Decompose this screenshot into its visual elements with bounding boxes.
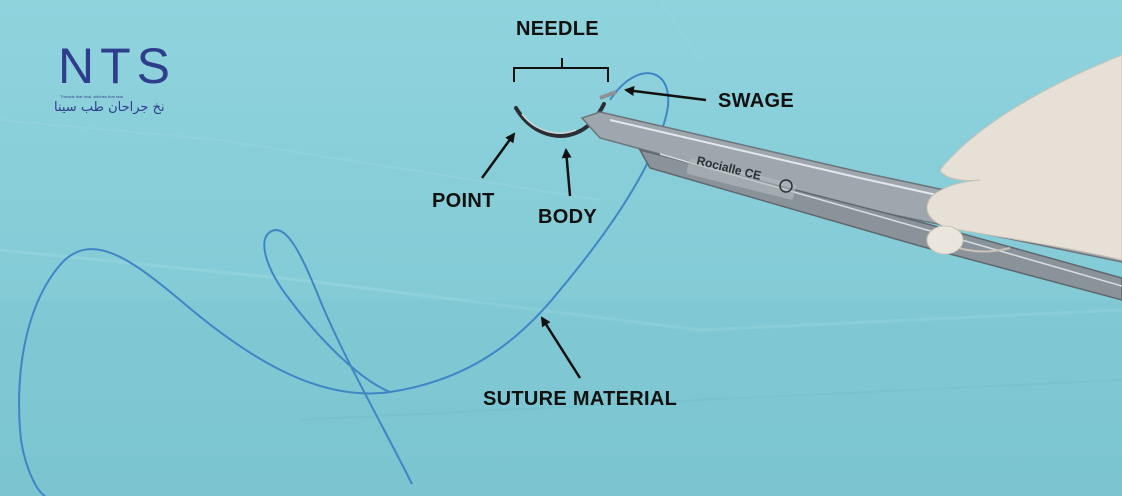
logo-subtitle: نخ جراحان طب سینا bbox=[54, 100, 165, 115]
needle-bracket bbox=[513, 58, 609, 82]
needle-highlight bbox=[521, 113, 577, 134]
nts-logo: NTS Threads that heal, stitches that sea… bbox=[52, 38, 172, 118]
drape-shadow bbox=[0, 300, 1122, 496]
logo-tagline: Threads that heal, stitches that seal bbox=[60, 94, 124, 99]
engraving-mark-icon bbox=[779, 179, 793, 193]
body-label: BODY bbox=[538, 206, 597, 228]
swage-label: SWAGE bbox=[718, 90, 794, 112]
body-arrow bbox=[561, 148, 572, 197]
swage-arrow bbox=[624, 86, 707, 102]
needle-swage bbox=[599, 90, 617, 100]
suture-material-arrow bbox=[540, 316, 582, 379]
point-arrow bbox=[480, 132, 516, 179]
suture-loop bbox=[263, 229, 413, 485]
suture-material-label: SUTURE MATERIAL bbox=[483, 388, 678, 410]
glove-fingertip bbox=[926, 225, 964, 255]
gloved-hand bbox=[926, 54, 1122, 261]
logo-letters: NTS bbox=[58, 38, 176, 94]
point-label: POINT bbox=[432, 190, 495, 212]
drape-folds bbox=[0, 0, 1122, 332]
needle-label: NEEDLE bbox=[516, 18, 599, 40]
